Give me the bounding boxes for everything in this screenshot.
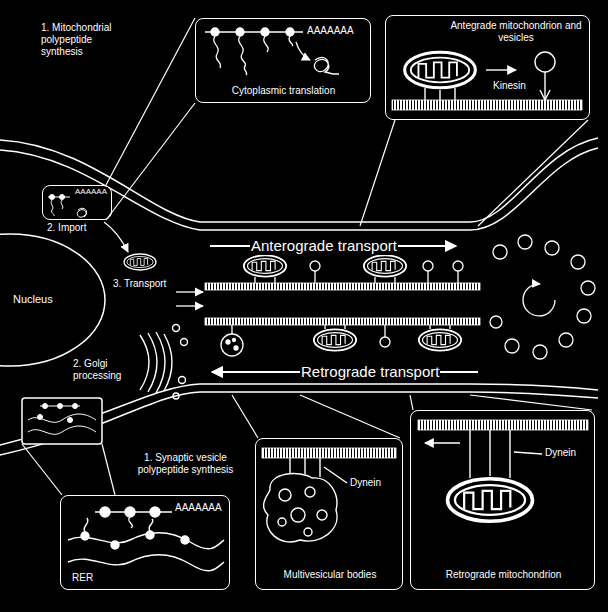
mitochondrion xyxy=(244,255,286,276)
inset-text: Multivesicular bodies xyxy=(262,569,398,581)
nucleus-outline xyxy=(0,234,105,366)
anterograde-inset-drawing xyxy=(392,52,582,110)
step-label: 1. Synaptic vesicle polypeptide synthesi… xyxy=(122,452,249,476)
inset-text: Dynein xyxy=(544,447,577,459)
terminal-vesicles xyxy=(490,235,595,359)
inset-text: AAAAAAA xyxy=(174,502,223,514)
retro-inset-drawing xyxy=(418,420,588,521)
inset-box: DyneinRetrograde mitochondrion xyxy=(410,410,595,590)
mitochondrion xyxy=(364,255,406,276)
step-label: 1. Mitochondrial polypeptide synthesis xyxy=(40,22,137,58)
rer-inset-drawing xyxy=(68,507,224,571)
cell-outline xyxy=(0,138,598,455)
step-label: 2. Import xyxy=(46,222,87,234)
mitochondrion xyxy=(448,479,533,521)
import-and-transport xyxy=(104,222,203,306)
inset-text: AAAAAAA xyxy=(306,25,355,37)
synaptic-inset-drawing xyxy=(22,398,102,444)
region-label: Nucleus xyxy=(12,293,54,306)
inset-text: Kinesin xyxy=(492,80,527,92)
inset-box: Antegrade mitochondrion and vesiclesKine… xyxy=(385,15,590,120)
inset-box: AAAAAA xyxy=(42,185,112,220)
inset-box: AAAAAAA RER xyxy=(60,495,230,590)
step-label: 2. Golgi processing xyxy=(72,358,136,382)
inset-caption: Antegrade mitochondrion and vesicles xyxy=(446,20,586,44)
inset-text: RER xyxy=(71,572,94,584)
axon-contents xyxy=(205,246,480,372)
inset-text: Retrograde mitochondrion xyxy=(417,569,590,581)
mitochondrion xyxy=(314,329,356,350)
mvb-inset-drawing xyxy=(262,448,396,542)
inset-text: AAAAAA xyxy=(74,187,108,197)
leader-lines xyxy=(22,18,592,495)
inset-box: AAAAAAA Cytoplasmic translation xyxy=(195,18,371,103)
mitochondrion xyxy=(124,254,156,270)
transport-label: Anterograde transport xyxy=(250,237,398,255)
inset-text: Cytoplasmic translation xyxy=(200,85,367,97)
step-label: 3. Transport xyxy=(112,278,167,290)
transport-label: Retrograde transport xyxy=(300,363,440,381)
mitochondrion xyxy=(419,329,461,350)
mitochondrion xyxy=(405,52,476,87)
inset-text: Dynein xyxy=(349,477,382,489)
golgi-apparatus xyxy=(140,325,188,400)
inset-box: DyneinMultivesicular bodies xyxy=(255,438,403,590)
import-inset-drawing xyxy=(48,195,86,218)
